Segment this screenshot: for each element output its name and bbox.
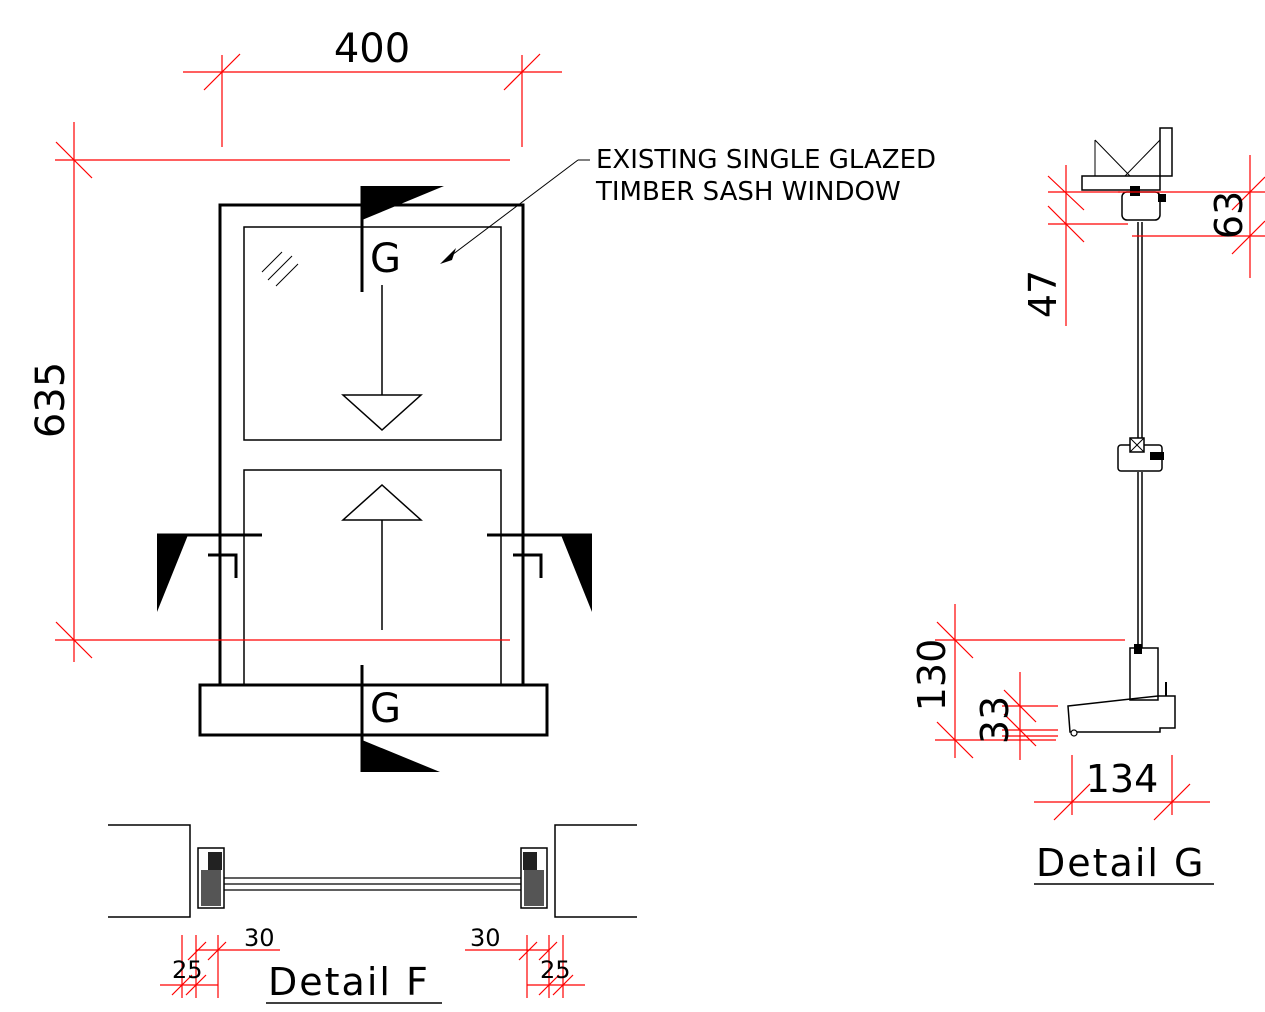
detail-g-dim-130: 130: [910, 604, 1125, 759]
detail-g-dim-130-label: 130: [910, 639, 954, 712]
detail-g-dim-33-label: 33: [973, 696, 1017, 744]
detail-f-right-dims: 30 25: [465, 924, 585, 998]
section-g-top-marker: G: [360, 186, 444, 292]
window-sill: [198, 683, 549, 737]
detail-f-left-dims: 30 25: [160, 924, 280, 998]
window-elevation: G G 400: [28, 26, 936, 772]
detail-g-head: [1081, 127, 1173, 221]
upper-sash: [243, 226, 502, 441]
detail-f: 30 25 30 25 Detail F: [108, 824, 637, 1004]
detail-g: 63 47 130 33: [910, 127, 1265, 885]
glazing-hatch-icon: [261, 251, 299, 287]
section-g-bottom-label: G: [370, 686, 401, 732]
dim-635-label: 635: [28, 362, 74, 438]
detail-g-meeting-rail: [1117, 437, 1164, 472]
up-arrow-icon: [341, 483, 423, 630]
detail-f-left-frame: [197, 847, 225, 909]
detail-g-dim-134-label: 134: [1086, 757, 1159, 801]
detail-g-dim-63: 63: [1118, 155, 1265, 278]
detail-g-dim-134: 134: [1034, 755, 1210, 821]
section-g-top-label: G: [370, 236, 401, 282]
detail-g-title: Detail G: [1036, 841, 1205, 885]
section-f-right-marker: [487, 533, 592, 612]
detail-f-dim-right-30: 30: [470, 924, 501, 952]
detail-f-title: Detail F: [268, 960, 430, 1004]
dim-400-label: 400: [334, 26, 410, 72]
down-arrow-icon: [341, 285, 423, 432]
annotation-line-2: TIMBER SASH WINDOW: [595, 177, 901, 207]
detail-f-dim-left-30: 30: [244, 924, 275, 952]
detail-g-dim-47: 47: [1021, 165, 1128, 326]
section-f-left-marker: [157, 533, 262, 612]
section-g-bottom-marker: G: [360, 665, 440, 772]
lower-sash: [243, 469, 502, 686]
detail-f-right-wall: [554, 824, 637, 918]
detail-g-sill: [1067, 644, 1176, 737]
detail-f-right-frame: [520, 847, 548, 909]
detail-f-left-wall: [108, 824, 191, 918]
annotation-line-1: EXISTING SINGLE GLAZED: [596, 145, 936, 175]
detail-g-dim-63-label: 63: [1207, 191, 1251, 239]
dim-400: 400: [183, 26, 562, 147]
dim-635: 635: [28, 122, 510, 662]
detail-g-dim-47-label: 47: [1021, 270, 1065, 318]
detail-f-dim-left-25: 25: [172, 956, 203, 984]
annotation-leader: [440, 159, 590, 264]
detail-f-glazing: [224, 877, 521, 891]
detail-g-dim-33: 33: [973, 672, 1058, 760]
detail-f-dim-right-25: 25: [540, 956, 571, 984]
detail-g-glazing: [1137, 222, 1143, 648]
